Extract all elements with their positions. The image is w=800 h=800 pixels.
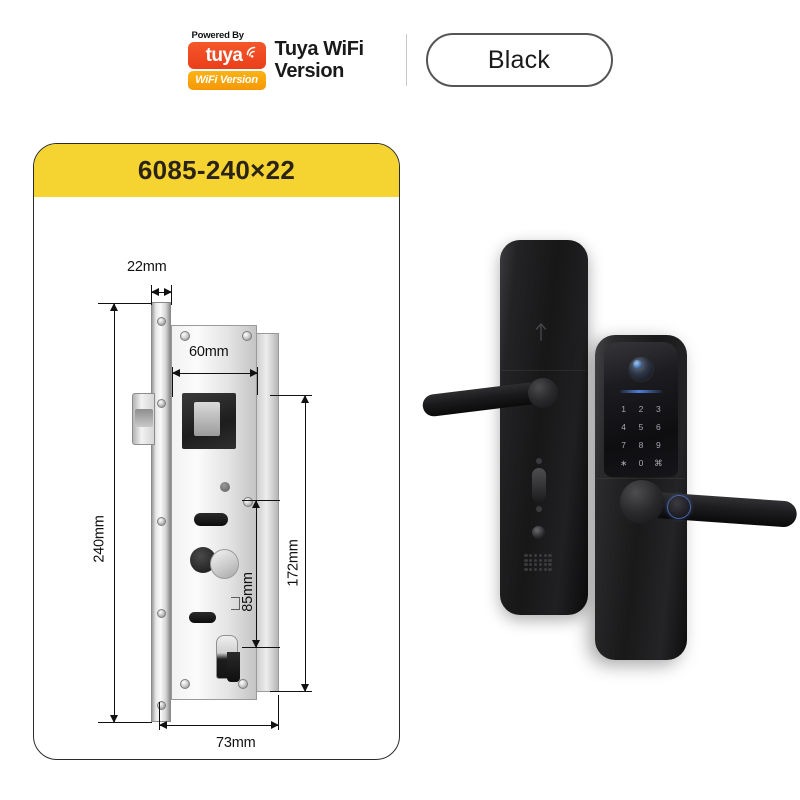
body-slot-small (189, 612, 216, 623)
dim-ext-line (242, 500, 280, 502)
tuya-brand-block: Powered By tuya WiFi Version Tuya WiFi V… (187, 30, 387, 90)
dim-arrow (250, 368, 258, 377)
keypad-key[interactable]: 1 (621, 404, 627, 414)
body-slot (194, 513, 228, 526)
rear-panel (500, 240, 588, 615)
reset-button[interactable] (532, 526, 545, 539)
front-handle-base (620, 480, 664, 524)
dim-arrow (172, 368, 180, 377)
header-divider (405, 34, 407, 86)
keypad-key[interactable]: 7 (621, 440, 627, 450)
dim-arrow (300, 395, 309, 403)
dim-arrow (300, 684, 309, 692)
dim-ext-line (242, 647, 280, 649)
hook-bolt-tail (227, 652, 240, 682)
dimension-card-title: 6085-240×22 (137, 155, 296, 185)
wifi-version-label: WiFi Version (195, 74, 258, 86)
dim-line-240mm (114, 303, 116, 723)
faceplate-screw (157, 399, 166, 408)
dimension-card-header: 6085-240×22 (34, 144, 399, 197)
dim-ext-line (172, 367, 174, 397)
product-header: Powered By tuya WiFi Version Tuya WiFi V… (0, 0, 800, 120)
keypad-key[interactable]: 4 (621, 422, 627, 432)
rear-panel-seam (502, 370, 586, 372)
front-panel-seam (597, 478, 685, 480)
dim-line-60mm (172, 373, 258, 375)
cavity-mechanism (194, 402, 220, 436)
keypad-key[interactable]: 0 (638, 458, 644, 468)
dim-arrow (109, 303, 118, 311)
dim-line-172mm (305, 395, 307, 692)
touch-keypad[interactable]: 1 2 3 4 5 6 7 8 9 ∗ 0 ⌘ (615, 400, 667, 472)
color-option-black[interactable]: Black (425, 33, 613, 87)
keypad-key[interactable]: 8 (638, 440, 644, 450)
keypad-key[interactable]: 5 (638, 422, 644, 432)
dimension-label-22mm: 22mm (127, 259, 167, 275)
lock-body-side (257, 333, 279, 692)
dim-arrow (159, 720, 167, 729)
dimension-card: 6085-240×22 22mm (33, 143, 400, 760)
keypad-key[interactable]: ⌘ (654, 457, 663, 468)
powered-by-label: Powered By (191, 30, 245, 41)
dim-ext-line (278, 695, 280, 730)
body-screw (242, 331, 252, 341)
brand-title: Tuya WiFi Version (274, 37, 365, 82)
wifi-arc-icon (246, 46, 255, 58)
lever-marking (231, 597, 240, 610)
thumbturn-dot (536, 506, 542, 512)
faceplate-screw (157, 609, 166, 618)
dim-arrow (271, 720, 279, 729)
arrow-icon (535, 323, 547, 341)
wifi-version-badge: WiFi Version (187, 71, 266, 90)
dim-ext-line (270, 395, 312, 397)
dimension-diagram: 22mm 60mm 240mm 85mm 172mm (34, 197, 399, 759)
deadbolt (210, 549, 239, 579)
dim-ext-line (98, 303, 152, 305)
dim-arrow (251, 640, 260, 648)
faceplate-screw (157, 517, 166, 526)
body-screw (180, 331, 190, 341)
thumbturn-dot (536, 458, 542, 464)
keypad-key[interactable]: 9 (655, 440, 661, 450)
product-photo: 1 2 3 4 5 6 7 8 9 ∗ 0 ⌘ (421, 230, 800, 670)
color-option-label: Black (487, 45, 551, 74)
dimension-label-172mm: 172mm (285, 539, 302, 587)
keypad-key[interactable]: 2 (638, 404, 644, 414)
rear-handle-base (528, 378, 558, 408)
dimension-label-240mm: 240mm (91, 515, 108, 563)
keypad-key[interactable]: 6 (655, 422, 661, 432)
lock-faceplate (151, 302, 171, 722)
tuya-wordmark: tuya (205, 44, 243, 66)
speaker-grille (524, 554, 552, 571)
dim-ext-line (159, 702, 161, 730)
dim-line-22mm (151, 292, 172, 294)
dimension-label-60mm: 60mm (189, 344, 229, 360)
latch-notch (135, 409, 153, 427)
keypad-key[interactable]: ∗ (620, 457, 628, 468)
dim-line-73mm (159, 725, 279, 727)
camera-lens (628, 356, 654, 382)
thumbturn-knob[interactable] (532, 468, 546, 502)
body-screw (238, 679, 248, 689)
dim-arrow (151, 287, 159, 296)
tuya-badge: Powered By tuya WiFi Version (187, 30, 266, 90)
keypad-key[interactable]: 3 (655, 404, 661, 414)
dim-ext-line (98, 722, 152, 724)
dim-arrow (164, 287, 172, 296)
dim-arrow (251, 500, 260, 508)
led-indicator-strip (620, 390, 662, 393)
body-pin-hole (220, 482, 230, 492)
camera-glint (633, 360, 642, 369)
dim-ext-line (270, 691, 312, 693)
body-screw (180, 679, 190, 689)
dim-line-85mm (256, 500, 258, 648)
dimension-label-73mm: 73mm (216, 735, 256, 751)
faceplate-screw (157, 701, 166, 710)
faceplate-screw (157, 317, 166, 326)
dim-arrow (109, 715, 118, 723)
dimension-label-85mm: 85mm (239, 572, 256, 612)
tuya-logo: tuya (187, 42, 266, 69)
dim-ext-line (257, 367, 259, 395)
